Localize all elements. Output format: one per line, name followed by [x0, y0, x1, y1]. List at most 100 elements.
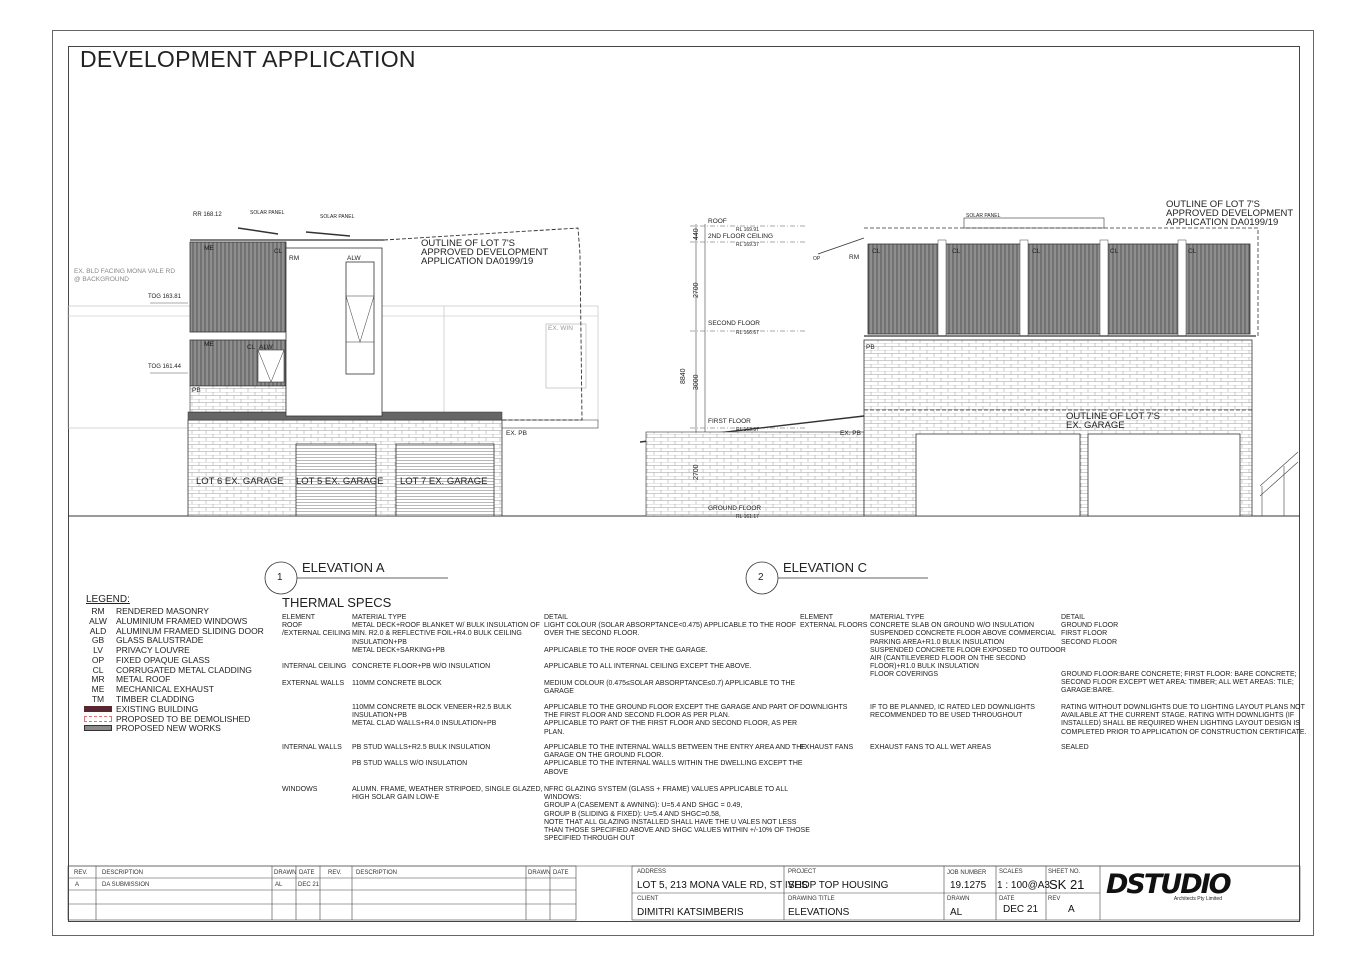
legend-label: PROPOSED TO BE DEMOLISHED — [116, 713, 251, 724]
tb-drawing-header: DRAWING TITLE — [788, 896, 835, 902]
tb-scales: 1 : 100@A3 — [997, 880, 1050, 891]
label-lot5-garage: LOT 5 EX. GARAGE — [296, 476, 384, 487]
thermal-downlights: DOWNLIGHTS — [800, 704, 848, 711]
thermal-roof-element: ELEMENT ROOF /EXTERNAL CEILING — [282, 614, 351, 638]
label-solar-panel: SOLAR PANEL — [966, 213, 1001, 219]
outline-line: APPROVED DEVELOPMENT — [1166, 208, 1294, 219]
label-cl: CL — [952, 248, 961, 255]
label-pb: PB — [192, 387, 201, 394]
legend-item: ALW ALUMINIUM FRAMED WINDOWS — [80, 616, 280, 626]
label-cl: CL — [1188, 248, 1197, 255]
tb-client-header: CLIENT — [637, 896, 659, 902]
tb-rev: A — [1068, 904, 1075, 915]
thermal-int-ceiling-detail: APPLICABLE TO ALL INTERNAL CEILING EXCEP… — [544, 663, 752, 670]
tb-client: DIMITRI KATSIMBERIS — [637, 907, 744, 918]
label-solar-panel: SOLAR PANEL — [320, 214, 355, 220]
dstudio-logo: DSTUDIO Architects Pty Limited — [1106, 870, 1232, 908]
label-ex-pb: EX. PB — [506, 430, 527, 437]
label-tog-upper: TOG 163.81 — [148, 294, 181, 300]
tb-address: LOT 5, 213 MONA VALE RD, ST IVES — [637, 880, 808, 891]
legend-label: EXISTING BUILDING — [116, 703, 199, 714]
label-cl: CL — [1110, 248, 1119, 255]
legend-title: LEGEND: — [86, 594, 130, 605]
legend-code: MR — [91, 674, 105, 685]
drawing-sheet-border — [52, 30, 1314, 936]
legend-label: CORRUGATED METAL CLADDING — [116, 664, 252, 675]
tb-rev-a: A — [75, 882, 80, 888]
thermal-exhaust: EXHAUST FANS — [800, 744, 854, 751]
legend-code: CL — [92, 664, 104, 675]
label-op: OP — [813, 256, 821, 262]
level-2nd-ceiling: 2ND FLOOR CEILING — [708, 233, 774, 240]
legend-code: OP — [91, 654, 105, 665]
tb-drawing-title: ELEVATIONS — [788, 907, 850, 918]
thermal-int-walls-type: PB STUD WALLS+R2.5 BULK INSULATION PB ST… — [352, 744, 491, 768]
thermal-int-walls: INTERNAL WALLS — [282, 744, 342, 751]
legend-code: ALD — [89, 625, 107, 636]
tb-date-header: DATE — [553, 870, 569, 876]
elevation-c-drawing — [639, 217, 1299, 517]
thermal-downlights-type: IF TO BE PLANNED, IC RATED LED DOWNLIGHT… — [870, 704, 1035, 720]
outline-line: EX. GARAGE — [1066, 420, 1125, 431]
label-lot7-garage: LOT 7 EX. GARAGE — [400, 476, 488, 487]
thermal-ext-walls-detail2: APPLICABLE TO THE GROUND FLOOR EXCEPT TH… — [544, 704, 799, 736]
thermal-ext-walls-type: 110MM CONCRETE BLOCK — [352, 680, 442, 687]
dim-440: 440 — [693, 228, 700, 240]
legend-label: METAL ROOF — [116, 674, 171, 685]
legend-code: ALW — [89, 615, 107, 626]
tb-drawn-header: DRAWN — [947, 896, 970, 902]
title-block-grid — [67, 865, 1301, 921]
label-alw: ALW — [259, 344, 273, 351]
label-cl: CL — [247, 344, 256, 351]
elevation-c-title: ELEVATION C — [783, 560, 868, 575]
tb-sheet: SK 21 — [1049, 877, 1085, 892]
label-existing-building: EX. BLD FACING MONA VALE RD — [74, 268, 176, 275]
legend-code: RM — [91, 605, 105, 616]
legend-code: ME — [91, 684, 105, 695]
outline-lot7-label-a: OUTLINE OF LOT 7'S APPROVED DEVELOPMENT … — [421, 239, 548, 267]
rl-2nd-ceiling: RL 169.37 — [736, 242, 759, 248]
legend-item: ME MECHANICAL EXHAUST — [80, 684, 280, 694]
elevation-a-number: 1 — [277, 572, 283, 583]
drawing-frame — [68, 46, 1300, 922]
legend-label: GLASS BALUSTRADE — [116, 635, 204, 646]
thermal-exhaust-type: EXHAUST FANS TO ALL WET AREAS — [870, 744, 991, 751]
level-ground-floor: GROUND FLOOR — [708, 505, 762, 512]
thermal-ext-walls-detail: MEDIUM COLOUR (0.475≤SOLAR ABSORPTANCE≤0… — [544, 680, 796, 696]
legend-label: PROPOSED NEW WORKS — [116, 723, 221, 734]
level-second-floor: SECOND FLOOR — [708, 320, 761, 327]
logo-subtitle: Architects Pty Limited — [1173, 896, 1222, 902]
label-pb: PB — [866, 344, 875, 351]
rl-first-floor: RL 163.37 — [736, 427, 759, 433]
tb-project-header: PROJECT — [788, 869, 817, 875]
tb-job-header: JOB NUMBER — [947, 870, 987, 876]
legend-label: TIMBER CLADDING — [116, 694, 195, 705]
level-first-floor: FIRST FLOOR — [708, 418, 751, 425]
legend-label: MECHANICAL EXHAUST — [116, 684, 214, 695]
thermal-downlights-detail: RATING WITHOUT DOWNLIGHTS DUE TO LIGHTIN… — [1061, 704, 1307, 736]
outline-lot7-label-c: OUTLINE OF LOT 7'S APPROVED DEVELOPMENT … — [1166, 200, 1294, 228]
thermal-roof-type: MATERIAL TYPE METAL DECK+ROOF BLANKET W/… — [352, 614, 540, 654]
page-title: DEVELOPMENT APPLICATION — [80, 46, 416, 72]
thermal-ext-walls: EXTERNAL WALLS — [282, 680, 345, 687]
thermal-roof-detail: DETAIL LIGHT COLOUR (SOLAR ABSORPTANCE<0… — [544, 614, 797, 654]
tb-desc-a: DA SUBMISSION — [102, 882, 150, 888]
existing-building-swatch — [84, 705, 112, 712]
thermal-int-ceiling: INTERNAL CEILING — [282, 663, 347, 670]
label-ex-win: EX. WIN — [548, 325, 573, 332]
elevation-c-number: 2 — [758, 572, 764, 583]
thermal-int-ceiling-type: CONCRETE FLOOR+PB W/O INSULATION — [352, 663, 491, 670]
label-lot6-garage: LOT 6 EX. GARAGE — [196, 476, 284, 487]
label-ex-pb: EX. PB — [840, 430, 861, 437]
tb-date-header: DATE — [999, 896, 1015, 902]
thermal-floors-detail: DETAIL GROUND FLOOR FIRST FLOOR SECOND F… — [1061, 614, 1119, 646]
legend-label: ALUMINIUM FRAMED WINDOWS — [116, 615, 248, 626]
legend-swatch-item: PROPOSED NEW WORKS — [80, 723, 280, 734]
dim-2700: 2700 — [693, 464, 700, 480]
outline-line: APPLICATION DA0199/19 — [421, 256, 534, 267]
